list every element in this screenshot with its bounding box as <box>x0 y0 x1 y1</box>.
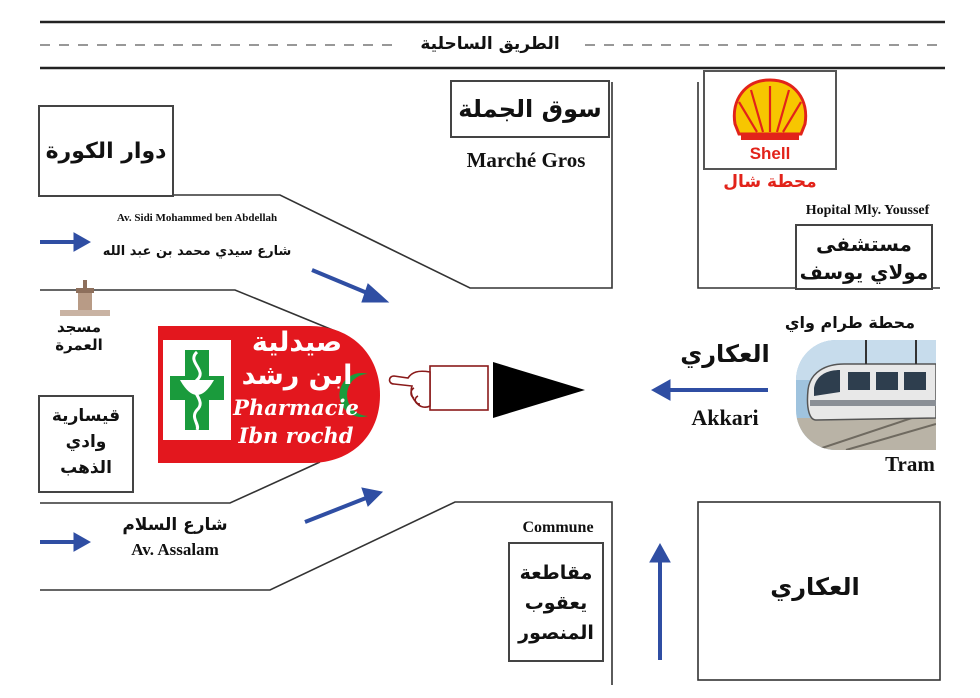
mosque-minaret-icon <box>60 280 110 316</box>
street-sidi-mohammed-fr: Av. Sidi Mohammed ben Abdellah <box>116 212 278 224</box>
arrow-diag-up-shaft <box>304 496 367 524</box>
pharmacy-name-fr-1: Pharmacie <box>233 395 359 420</box>
street-assalam-ar: شارع السلام <box>122 515 228 535</box>
arrow-akkari-head <box>650 379 671 401</box>
coastal-road-label: الطريق الساحلية <box>420 34 560 54</box>
arrow-left-bottom-head <box>73 532 92 552</box>
arrow-up-head <box>649 542 671 563</box>
commune-label-fr: Commune <box>522 519 594 536</box>
mosque-label-2: العمرة <box>55 336 103 354</box>
street-sidi-mohammed-ar: شارع سيدي محمد بن عبد الله <box>102 244 292 259</box>
pointing-hand-icon <box>388 365 489 411</box>
pharmacy-name-ar: صيدلية ابن رشد <box>232 326 362 392</box>
arrow-left-top-head <box>73 232 92 252</box>
souk-jomla-box: سوق الجملة <box>450 80 610 138</box>
hospital-box: مستشفى مولاي يوسف <box>795 224 933 290</box>
pharmacy-name-fr-2: Ibn rochd <box>238 423 354 448</box>
tram-icon <box>796 340 936 450</box>
kissaria-label-2: وادي <box>65 432 107 452</box>
hospital-label-ar-2: مولاي يوسف <box>799 260 929 284</box>
pharmacy-name-ar-2: ابن رشد <box>241 360 353 391</box>
pharmacy-sign <box>158 326 380 463</box>
shell-station-label: محطة شال <box>723 172 817 192</box>
road-edge-sidi-mohammed-bottom <box>40 289 346 336</box>
arrow-diag-down-shaft <box>311 268 373 297</box>
tram-label-fr: Tram <box>885 452 935 476</box>
hospital-label-fr: Hopital Mly. Youssef <box>805 203 930 218</box>
road-edge-assalam-bottom <box>40 501 613 685</box>
kissaria-box: قيسارية وادي الذهب <box>38 395 134 493</box>
commune-label-ar-2: يعقوب <box>524 592 588 614</box>
pharmacy-name-fr: Pharmacie Ibn rochd <box>226 394 366 450</box>
shell-logo-icon <box>732 78 808 140</box>
street-akkari-fr: Akkari <box>691 405 759 430</box>
souk-jomla-label-fr: Marché Gros <box>466 148 586 172</box>
pharmacy-name-ar-1: صيدلية <box>251 327 343 358</box>
tram-photo <box>796 340 936 450</box>
destination-pointer-triangle <box>493 362 585 418</box>
street-assalam-fr: Av. Assalam <box>131 540 219 559</box>
akkari-block-label: العكاري <box>770 573 860 601</box>
road-edge-assalam-top <box>40 461 321 504</box>
douar-koura-label: دوار الكورة <box>45 138 167 164</box>
shell-brand-label: Shell <box>749 144 791 163</box>
tram-station-label: محطة طرام واي <box>784 313 916 332</box>
kissaria-label-3: الذهب <box>60 458 112 478</box>
road-edge-sidi-mohammed-top <box>40 82 613 289</box>
street-akkari-ar: العكاري <box>680 340 770 368</box>
commune-label-ar-3: المنصور <box>518 622 594 644</box>
commune-box: مقاطعة يعقوب المنصور <box>508 542 604 662</box>
hospital-label-ar-1: مستشفى <box>816 232 912 256</box>
souk-jomla-label-ar: سوق الجملة <box>458 95 602 123</box>
commune-label-ar-1: مقاطعة <box>519 562 593 584</box>
arrow-diag-down-head <box>361 283 390 303</box>
mosque-label-1: مسجد <box>56 318 102 336</box>
mosque-label: مسجد العمرة <box>42 318 116 354</box>
crescent-icon <box>339 373 368 417</box>
akkari-block-outline <box>697 501 941 681</box>
kissaria-label-1: قيسارية <box>51 406 121 426</box>
arrow-diag-up-head <box>361 487 384 507</box>
shell-logo-box: Shell <box>703 70 837 170</box>
douar-koura-box: دوار الكورة <box>38 105 174 197</box>
